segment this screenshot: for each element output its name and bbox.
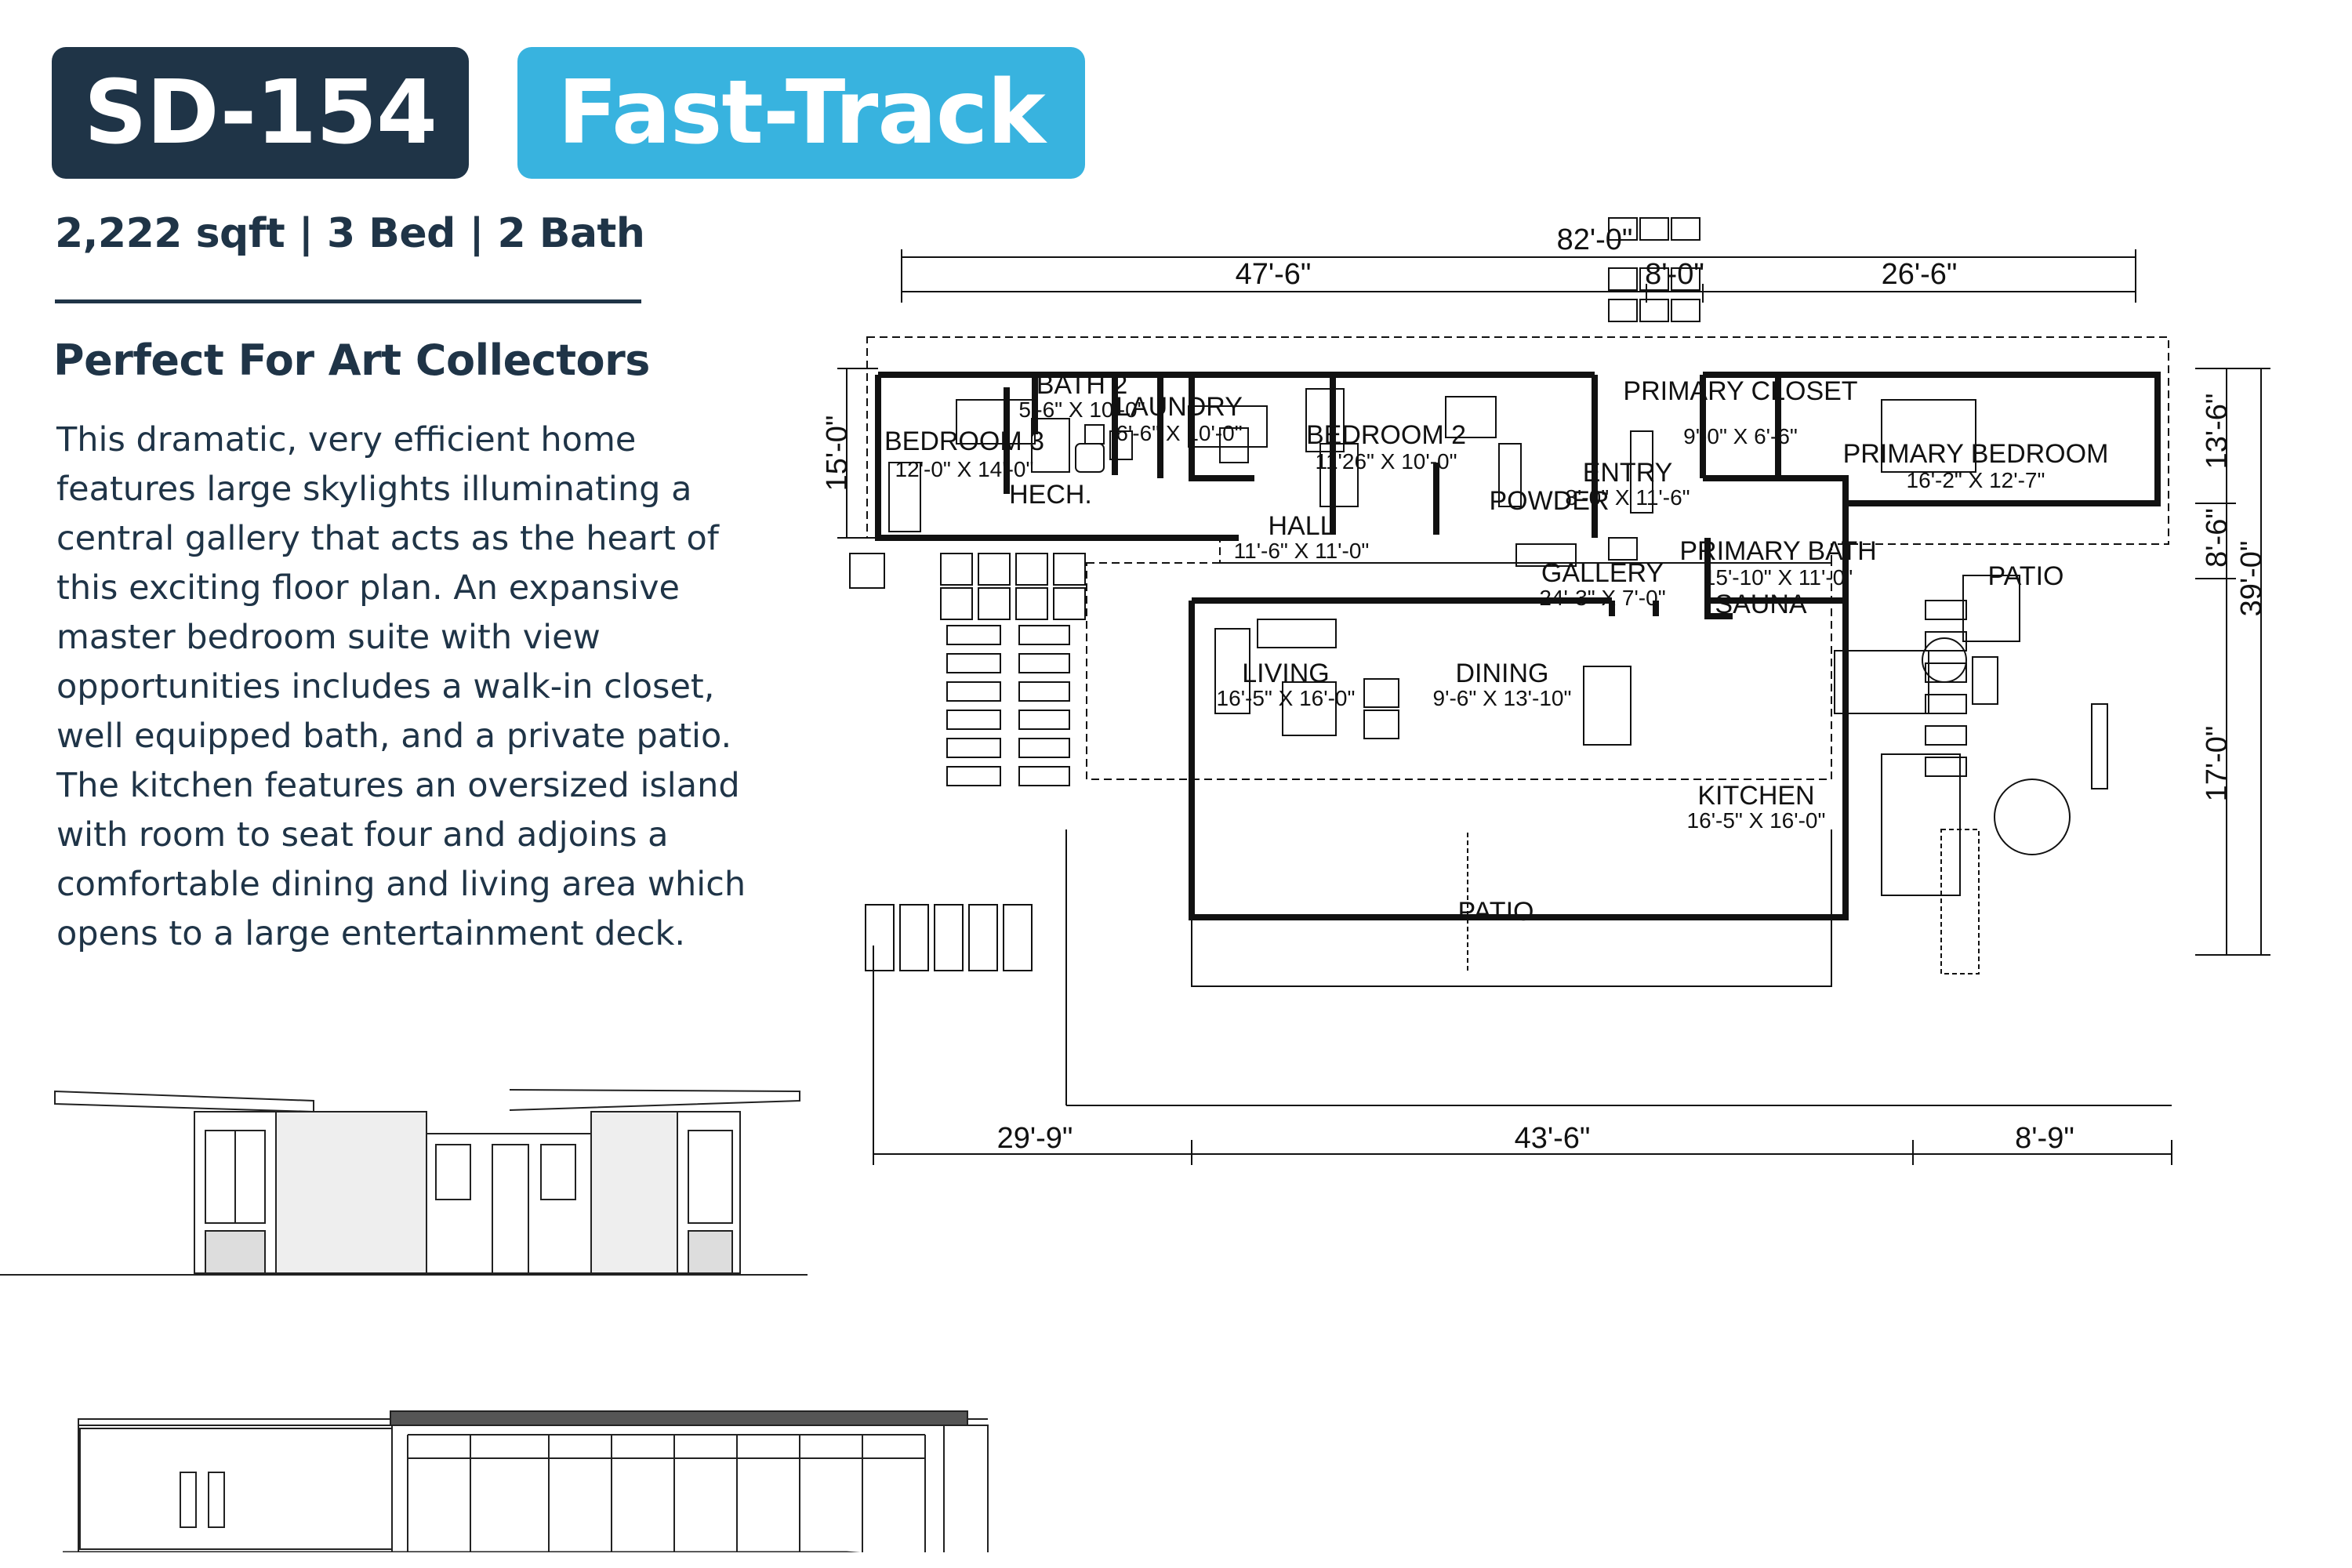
room-size: 6'-6" X 10'-0": [1116, 421, 1242, 445]
rear-elevation: [63, 1410, 989, 1552]
room-label: ENTRY: [1583, 458, 1673, 488]
room-label: DINING: [1456, 659, 1549, 688]
dimension-label: 17'-0": [2201, 726, 2234, 802]
dimension-label: 82'-0": [1557, 223, 1633, 256]
dimension-labels: 82'-0" 47'-6" 8'-0" 26'-6" 15'-0" 13'-6"…: [821, 223, 2268, 1155]
room-size: 15'-10" X 11'-0": [1704, 565, 1853, 590]
room-label: LAUNDRY: [1116, 392, 1243, 422]
front-elevation: [0, 1089, 808, 1276]
dimension-label: 39'-0": [2235, 541, 2268, 617]
room-label: PRIMARY CLOSET: [1623, 376, 1857, 406]
dimension-label: 8'-6": [2201, 508, 2234, 568]
room-size: 16'-5" X 16'-0": [1687, 808, 1826, 833]
fast-track-badge: Fast-Track: [517, 47, 1085, 179]
dimension-label: 13'-6": [2201, 394, 2234, 470]
dimension-label: 26'-6": [1882, 258, 1958, 291]
dimension-label: 43'-6": [1515, 1122, 1591, 1155]
room-labels: BEDROOM 3 12'-0" X 14'-0" BATH 2 5'-6" X…: [884, 370, 2108, 927]
plan-id-text: SD-154: [84, 62, 437, 164]
room-label: GALLERY: [1541, 558, 1664, 588]
plan-specs: 2,222 sqft | 3 Bed | 2 Bath: [55, 210, 645, 257]
room-label: LIVING: [1242, 659, 1329, 688]
room-size: 8'-0" X 11'-6": [1565, 485, 1690, 510]
dimension-label: 8'-9": [2015, 1122, 2074, 1155]
room-label: POWDER: [1490, 486, 1610, 516]
room-label: KITCHEN: [1697, 781, 1814, 811]
plan-id-badge: SD-154: [52, 47, 469, 179]
room-label: BEDROOM 2: [1306, 420, 1466, 450]
room-size: 16'-2" X 12'-7": [1907, 468, 2045, 492]
room-size: 16'-5" X 16'-0": [1217, 686, 1356, 710]
room-size: 9'-0" X 6'-6": [1683, 424, 1798, 448]
room-label: BEDROOM 3: [884, 426, 1044, 456]
room-size: 11'26" X 10'-0": [1315, 449, 1457, 474]
room-size: 12'-0" X 14'-0": [895, 457, 1034, 481]
plan-tagline: Perfect For Art Collectors: [53, 336, 650, 385]
dimension-label: 15'-0": [821, 416, 854, 492]
room-label: PRIMARY BATH: [1679, 536, 1876, 566]
floor-plan: BEDROOM 3 12'-0" X 14'-0" BATH 2 5'-6" X…: [821, 217, 2270, 1165]
room-size: 24'-3" X 7'-0": [1539, 586, 1665, 610]
plan-description: This dramatic, very efficient home featu…: [56, 420, 746, 953]
room-size: 5'-6" X 10'-0": [1018, 397, 1145, 422]
fast-track-text: Fast-Track: [557, 62, 1046, 164]
room-label: PATIO: [1988, 561, 2064, 591]
room-label: BATH 2: [1036, 370, 1128, 400]
dimension-label: 47'-6": [1236, 258, 1312, 291]
dimension-label: 8'-0": [1645, 258, 1704, 291]
room-label: PATIO: [1458, 897, 1534, 927]
room-label: HALL: [1268, 511, 1334, 541]
room-size: 9'-6" X 13'-10": [1433, 686, 1572, 710]
room-label: PRIMARY BEDROOM: [1843, 439, 2109, 469]
room-size: 11'-6" X 11'-0": [1234, 539, 1370, 563]
room-label: HECH.: [1009, 480, 1092, 510]
room-label: SAUNA: [1715, 590, 1806, 619]
divider-rule: [55, 299, 641, 303]
dimension-label: 29'-9": [997, 1122, 1073, 1155]
